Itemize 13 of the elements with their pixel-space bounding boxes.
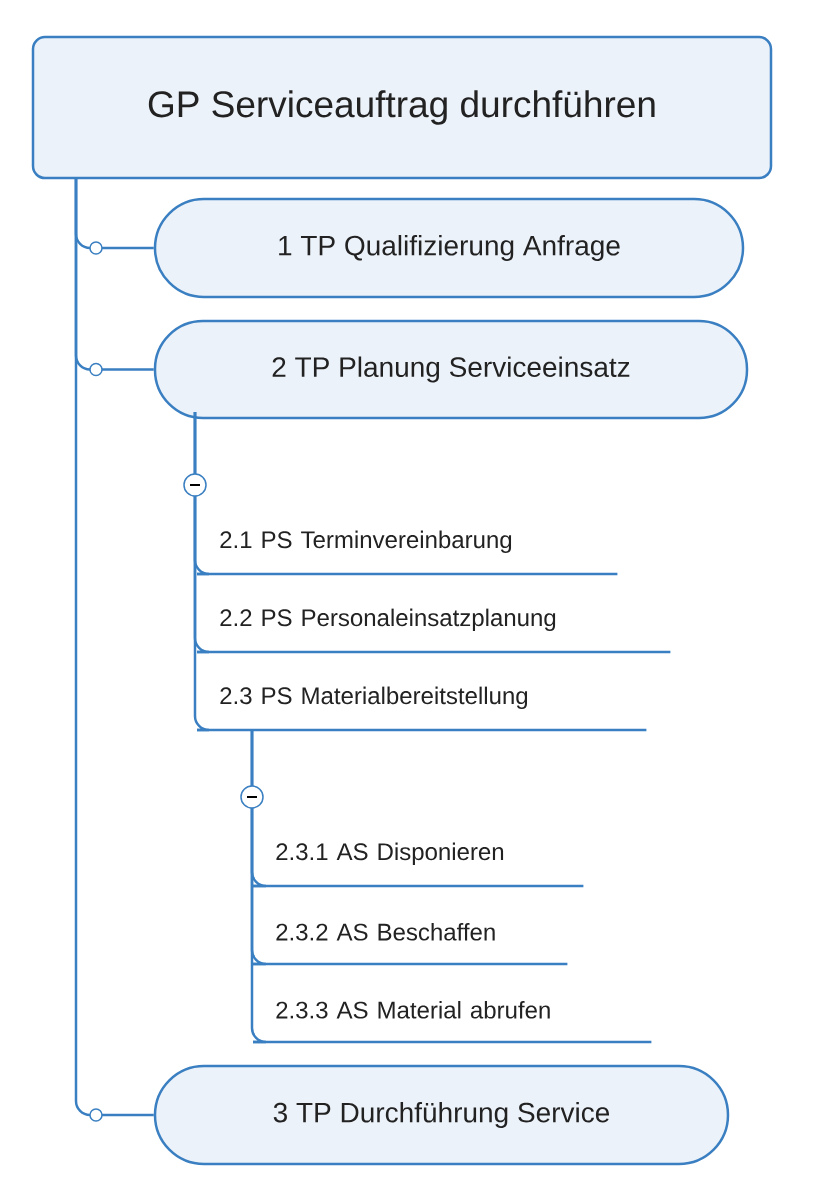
connector — [193, 412, 211, 732]
connector — [250, 730, 268, 1044]
subtopic-pill: 3 TP Durchführung Service — [153, 1064, 730, 1166]
underlined-topic: 2.3.2 AS Beschaffen — [253, 923, 568, 966]
underlined-topic: 2.3 PS Materialbereitstellung — [197, 686, 647, 732]
underlined-topic: 2.2 PS Personaleinsatzplanung — [197, 608, 671, 654]
connector — [74, 178, 154, 1117]
topic-box: GP Serviceauftrag durchführen — [31, 35, 773, 180]
underlined-topic: 2.3.1 AS Disponieren — [253, 842, 584, 888]
subtopic-pill: 1 TP Qualifizierung Anfrage — [153, 197, 745, 299]
underlined-topic: 2.3.3 AS Material abrufen — [253, 1001, 652, 1044]
subtopic-pill: 2 TP Planung Serviceeinsatz — [153, 319, 749, 420]
underlined-topic: 2.1 PS Terminvereinbarung — [197, 530, 618, 576]
